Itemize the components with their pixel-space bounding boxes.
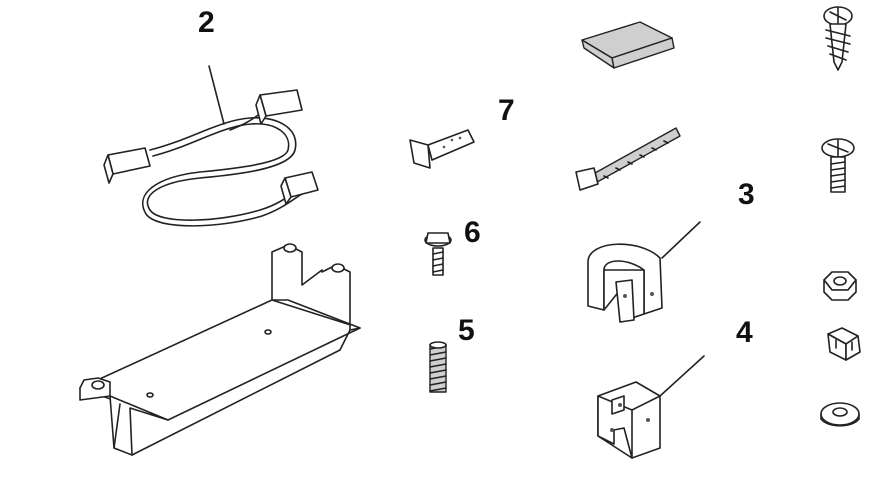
wood-screw: [823, 6, 853, 71]
callout-bolt: 6: [464, 216, 481, 249]
wire-harness: [103, 65, 319, 227]
callout-small-bracket: 7: [498, 94, 515, 127]
callout-spring: 5: [458, 314, 475, 347]
clip-nut: [827, 327, 861, 361]
coil-spring: [429, 341, 447, 393]
small-angle-bracket: [409, 129, 475, 169]
callout-clamp-bracket: 3: [738, 178, 755, 211]
clamp-bracket: [587, 221, 701, 323]
callout-mount-clip: 4: [736, 316, 753, 349]
callout-wire-harness: 2: [198, 6, 215, 39]
flat-washer: [820, 402, 860, 427]
mounting-bracket: [79, 243, 361, 456]
cable-tie: [575, 127, 681, 191]
machine-screw: [821, 138, 855, 193]
hex-nut: [823, 271, 857, 301]
flange-bolt: [424, 232, 452, 276]
mount-clip: [597, 355, 705, 459]
foam-pad: [581, 21, 675, 69]
